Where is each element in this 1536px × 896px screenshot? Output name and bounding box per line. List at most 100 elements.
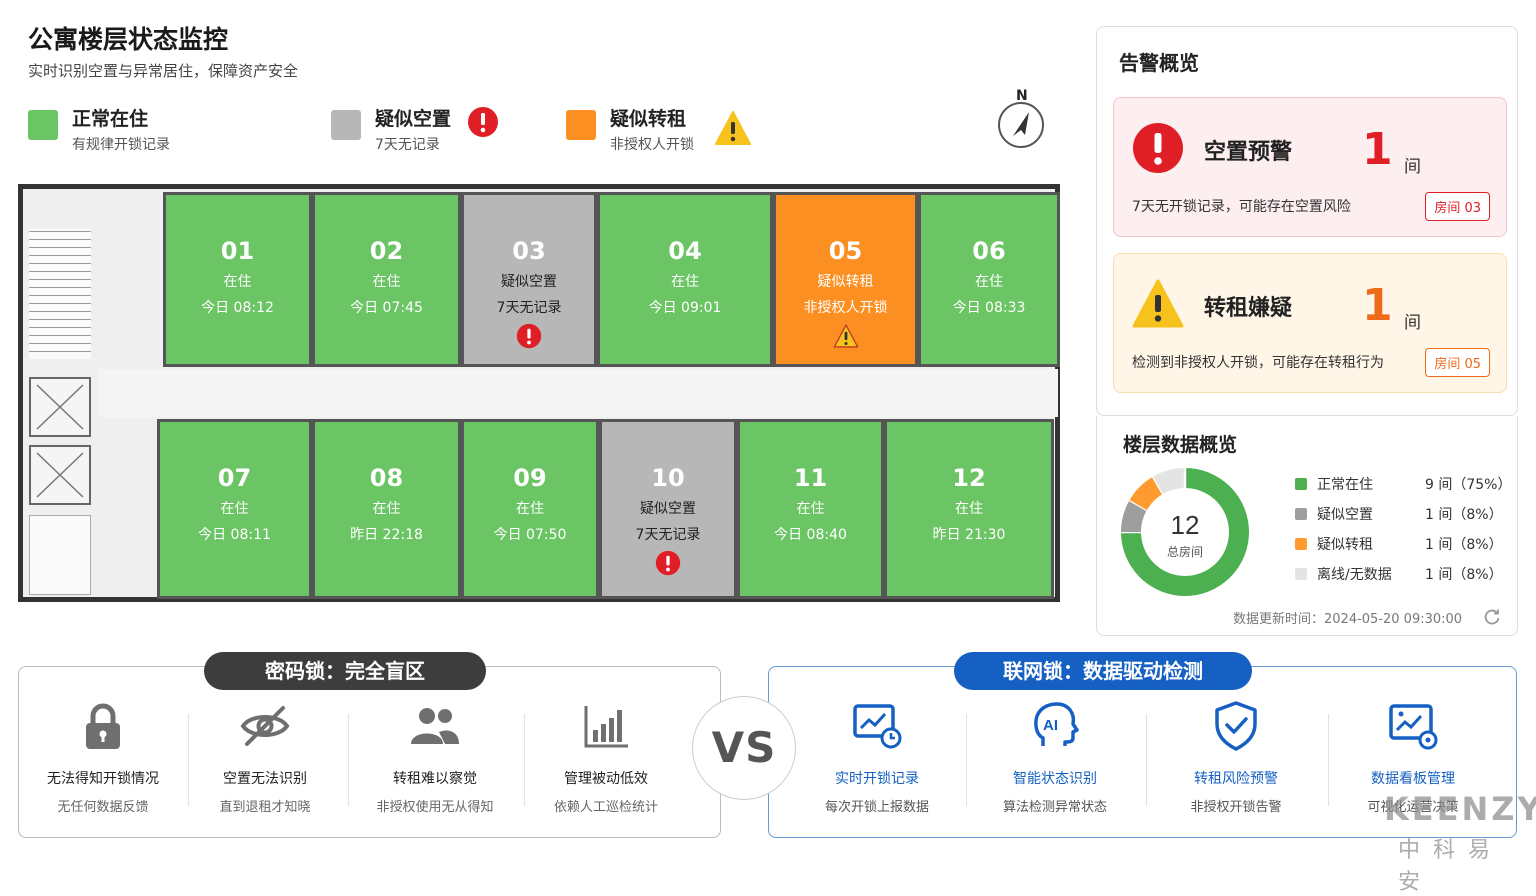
elevator-2 bbox=[29, 445, 91, 505]
room-time: 7天无记录 bbox=[635, 527, 701, 543]
svg-text:AI: AI bbox=[1043, 717, 1058, 734]
room-status: 在住 bbox=[671, 274, 699, 290]
feature-desc: 每次开锁上报数据 bbox=[824, 800, 929, 815]
room-number: 04 bbox=[668, 237, 702, 265]
room-number: 12 bbox=[952, 464, 986, 492]
donut-slice-1 bbox=[1121, 500, 1148, 533]
stats-value: 1 间（8%） bbox=[1425, 567, 1503, 583]
room-07[interactable]: 07 在住 今日 08:11 bbox=[157, 419, 312, 599]
bar-chart-icon bbox=[584, 706, 628, 748]
room-status: 在住 bbox=[955, 501, 983, 517]
room-tag-03[interactable]: 房间 03 bbox=[1425, 192, 1490, 221]
room-time: 今日 08:12 bbox=[201, 300, 274, 316]
room-number: 06 bbox=[972, 237, 1006, 265]
feature-title: 转租难以察觉 bbox=[393, 771, 477, 787]
stats-swatch bbox=[1295, 508, 1307, 520]
room-11[interactable]: 11 在住 今日 08:40 bbox=[737, 419, 884, 599]
monitor-chart-icon bbox=[853, 704, 902, 749]
alert-card-vacant[interactable]: 空置预警 1 间 7天无开锁记录，可能存在空置风险 房间 03 bbox=[1113, 97, 1507, 237]
room-04[interactable]: 04 在住 今日 09:01 bbox=[597, 192, 773, 367]
stats-row-vacant: 疑似空置 1 间（8%） bbox=[1295, 504, 1505, 524]
elevator-icon bbox=[36, 384, 84, 430]
stats-name: 疑似转租 bbox=[1317, 537, 1373, 553]
room-06[interactable]: 06 在住 今日 08:33 bbox=[918, 192, 1060, 367]
divider bbox=[966, 714, 967, 806]
feature-desc: 非授权使用无从得知 bbox=[376, 800, 494, 815]
legend-desc: 非授权人开锁 bbox=[610, 137, 694, 153]
feature-title: 智能状态识别 bbox=[1013, 771, 1097, 787]
alert-circle-icon bbox=[1133, 123, 1183, 173]
divider bbox=[188, 714, 189, 806]
password-lock-banner: 密码锁：完全盲区 bbox=[204, 652, 486, 690]
feature-smart-detection: AI 智能状态识别 算法检测异常状态 bbox=[970, 700, 1140, 815]
divider bbox=[348, 714, 349, 806]
room-time: 今日 07:50 bbox=[493, 527, 567, 543]
alert-card-name: 转租嫌疑 bbox=[1204, 296, 1293, 321]
users-icon bbox=[411, 708, 459, 744]
divider bbox=[1146, 714, 1147, 806]
room-time: 今日 08:11 bbox=[198, 527, 271, 543]
feature-desc: 直到退租才知晓 bbox=[219, 800, 311, 815]
legend-swatch bbox=[331, 110, 361, 140]
refresh-icon[interactable] bbox=[1483, 608, 1501, 626]
room-tag-05[interactable]: 房间 05 bbox=[1425, 348, 1490, 377]
legend-name: 疑似空置 bbox=[375, 108, 452, 130]
room-01[interactable]: 01 在住 今日 08:12 bbox=[163, 192, 312, 367]
legend-item-vacant: 疑似空置 7天无记录 bbox=[331, 104, 511, 154]
alert-card-count: 1 bbox=[1362, 280, 1393, 331]
alert-card-desc: 检测到非授权人开锁，可能存在转租行为 bbox=[1132, 355, 1384, 371]
password-lock-panel bbox=[18, 666, 721, 838]
floor-plan: 01 在住 今日 08:12 02 在住 今日 07:45 03 疑似空置 7天… bbox=[18, 184, 1060, 602]
alert-circle-icon bbox=[516, 323, 542, 349]
room-status: 疑似转租 bbox=[817, 274, 874, 290]
stats-value: 9 间（75%） bbox=[1425, 477, 1512, 493]
donut-slice-0 bbox=[1121, 468, 1249, 596]
alert-card-unit: 间 bbox=[1404, 157, 1421, 177]
room-09[interactable]: 09 在住 今日 07:50 bbox=[461, 419, 599, 599]
room-time: 昨日 21:30 bbox=[932, 527, 1006, 543]
legend-desc: 7天无记录 bbox=[375, 137, 440, 153]
feature-desc: 可视化运营决策 bbox=[1367, 800, 1459, 815]
feature-title: 无法得知开锁情况 bbox=[47, 771, 159, 787]
room-time: 今日 09:01 bbox=[648, 300, 722, 316]
stats-name: 疑似空置 bbox=[1317, 507, 1373, 523]
feature-desc: 非授权开锁告警 bbox=[1190, 800, 1282, 815]
room-10[interactable]: 10 疑似空置 7天无记录 bbox=[599, 419, 737, 599]
feature-sublet-hidden: 转租难以察觉 非授权使用无从得知 bbox=[350, 700, 520, 815]
room-status: 在住 bbox=[516, 501, 544, 517]
alert-card-sublet[interactable]: 转租嫌疑 1 间 检测到非授权人开锁，可能存在转租行为 房间 05 bbox=[1113, 253, 1507, 393]
warning-triangle-icon bbox=[1132, 279, 1184, 328]
room-status: 疑似空置 bbox=[501, 274, 557, 290]
room-status: 在住 bbox=[220, 501, 249, 517]
stairwell bbox=[29, 229, 91, 359]
room-12[interactable]: 12 在住 昨日 21:30 bbox=[884, 419, 1054, 599]
network-lock-banner: 联网锁：数据驱动检测 bbox=[954, 652, 1252, 690]
room-05[interactable]: 05 疑似转租 非授权人开锁 bbox=[773, 192, 918, 367]
dashboard-icon bbox=[1389, 704, 1438, 750]
room-02[interactable]: 02 在住 今日 07:45 bbox=[312, 192, 461, 367]
room-time: 7天无记录 bbox=[496, 300, 562, 316]
alert-circle-icon bbox=[468, 107, 498, 137]
donut-gap bbox=[1128, 498, 1149, 512]
eye-off-icon bbox=[240, 706, 290, 746]
elevator-icon bbox=[36, 452, 84, 498]
room-number: 02 bbox=[369, 237, 404, 265]
page-subtitle: 实时识别空置与异常居住，保障资产安全 bbox=[28, 62, 299, 80]
utility-room bbox=[29, 515, 91, 595]
room-03[interactable]: 03 疑似空置 7天无记录 bbox=[461, 192, 597, 367]
alert-card-count: 1 bbox=[1362, 124, 1393, 175]
brand-watermark-cn: 中科易安 bbox=[1398, 838, 1504, 895]
warning-triangle-icon bbox=[833, 324, 858, 348]
stats-swatch bbox=[1295, 568, 1307, 580]
legend-swatch bbox=[28, 110, 58, 140]
feature-title: 转租风险预警 bbox=[1194, 771, 1278, 787]
room-08[interactable]: 08 在住 昨日 22:18 bbox=[312, 419, 461, 599]
feature-vacancy-blind: 空置无法识别 直到退租才知晓 bbox=[180, 700, 350, 815]
lock-icon bbox=[86, 703, 120, 749]
feature-desc: 无任何数据反馈 bbox=[57, 800, 149, 815]
shield-check-icon bbox=[1215, 701, 1257, 751]
warning-triangle-icon bbox=[715, 111, 751, 145]
stats-name: 离线/无数据 bbox=[1317, 567, 1392, 583]
room-status: 在住 bbox=[372, 274, 401, 290]
compass: N bbox=[996, 88, 1046, 150]
